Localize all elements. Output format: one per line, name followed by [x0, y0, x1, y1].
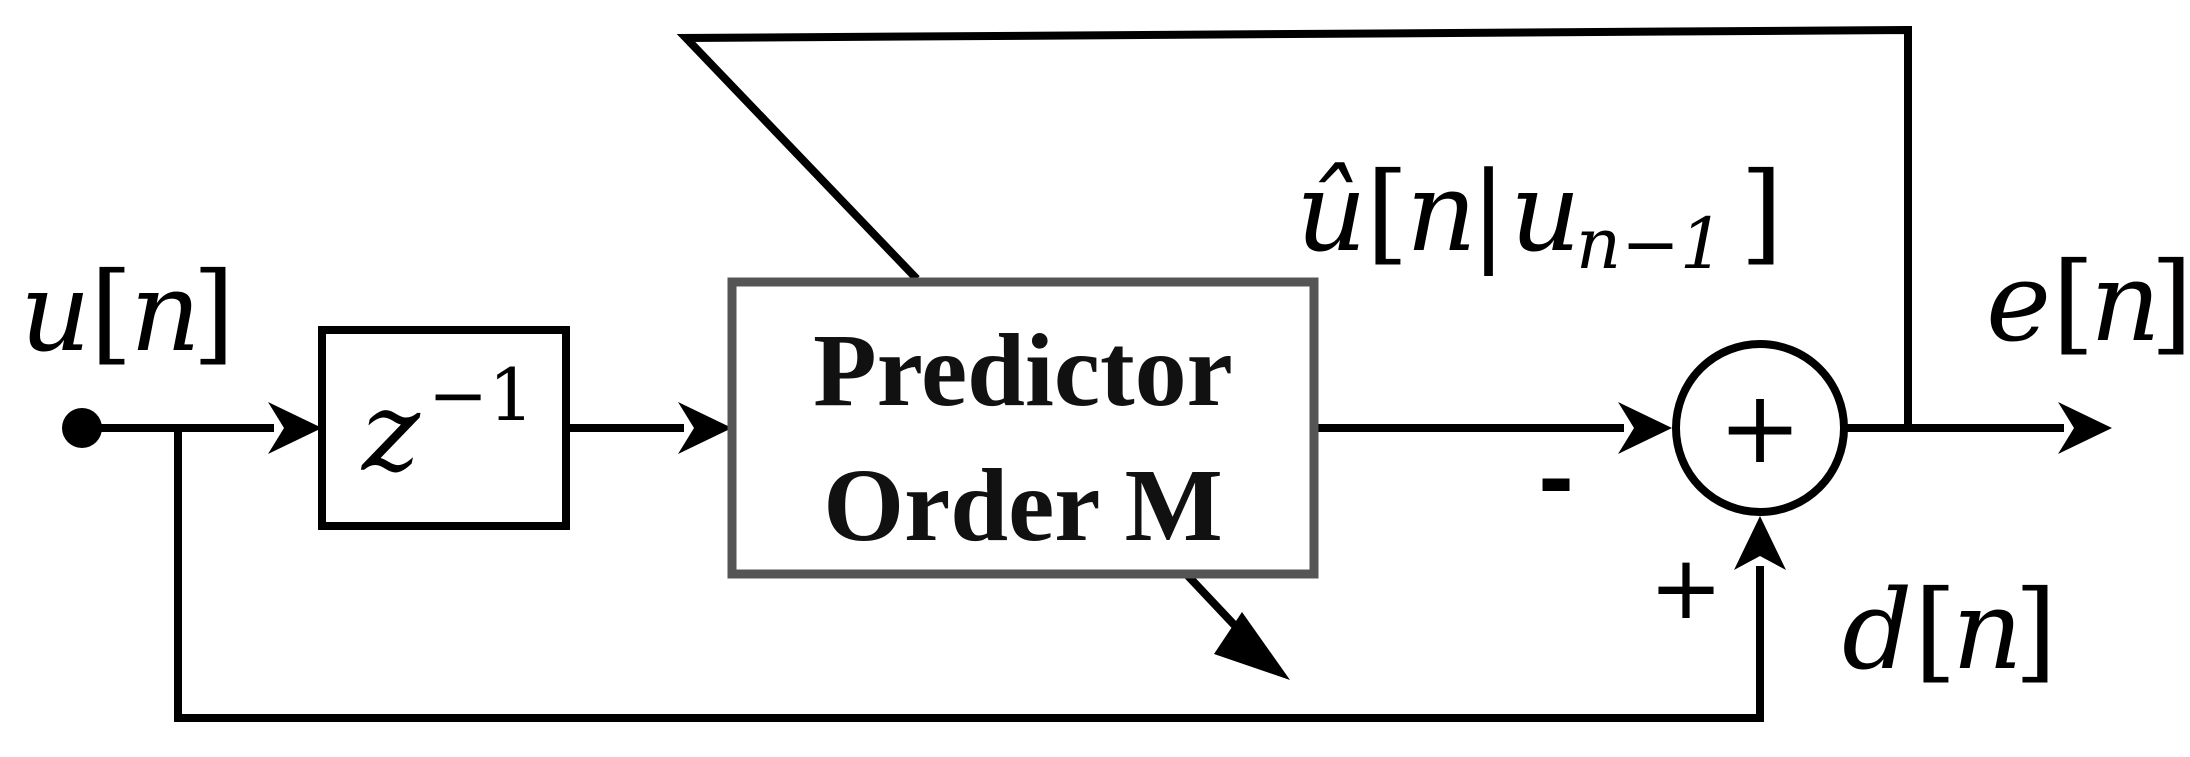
summer-minus-arrowhead: [1618, 402, 1672, 454]
desired-open-bracket: [: [1914, 566, 1957, 694]
error-open-bracket: [: [2052, 238, 2095, 366]
summer-symbol: +: [1718, 369, 1802, 486]
estimate-separator: |: [1470, 148, 1507, 276]
estimate-index: n: [1406, 148, 1477, 276]
error-close-bracket: ]: [2150, 238, 2190, 366]
desired-index: n: [1952, 566, 2023, 694]
input-node-dot: [62, 408, 102, 448]
input-index: n: [130, 248, 201, 376]
estimate-symbol: û: [1296, 148, 1367, 276]
input-symbol: u: [20, 248, 91, 376]
desired-signal-label: d [ n ]: [1842, 566, 2057, 694]
delay-exponent: −1: [428, 353, 534, 437]
delay-block: [318, 326, 570, 530]
predictor-input-arrowhead: [678, 402, 732, 454]
estimate-label: û [ n | u n−1 ]: [1296, 148, 1783, 285]
error-signal-label: e [ n ]: [1986, 238, 2190, 366]
error-symbol: e: [1986, 238, 2051, 366]
summing-junction: [1672, 340, 1848, 516]
desired-signal-wire: [174, 424, 1764, 722]
error-feedback-wire: [676, 25, 1912, 432]
estimate-given-symbol: u: [1510, 148, 1581, 276]
predictor-label-line1: Predictor: [813, 313, 1233, 428]
delay-base: z: [360, 368, 421, 496]
summer-plus-label: +: [1649, 536, 1723, 639]
delay-input-arrowhead: [268, 402, 322, 454]
predictor-block: [727, 277, 1319, 579]
desired-symbol: d: [1842, 566, 1912, 694]
estimate-open-bracket: [: [1366, 148, 1409, 276]
desired-close-bracket: ]: [2014, 566, 2057, 694]
estimate-close-bracket: ]: [1740, 148, 1783, 276]
estimate-given-subscript: n−1: [1576, 203, 1724, 285]
input-signal-label: u [ n ]: [20, 248, 235, 376]
input-open-bracket: [: [90, 248, 133, 376]
summer-plus-arrowhead: [1734, 516, 1786, 570]
error-output-arrowhead: [2058, 402, 2112, 454]
predictor-label-line2: Order M: [823, 448, 1223, 563]
summer-minus-label: -: [1538, 428, 1575, 531]
error-index: n: [2090, 238, 2161, 366]
adaptation-arrowhead: [1214, 612, 1290, 680]
input-close-bracket: ]: [192, 248, 235, 376]
